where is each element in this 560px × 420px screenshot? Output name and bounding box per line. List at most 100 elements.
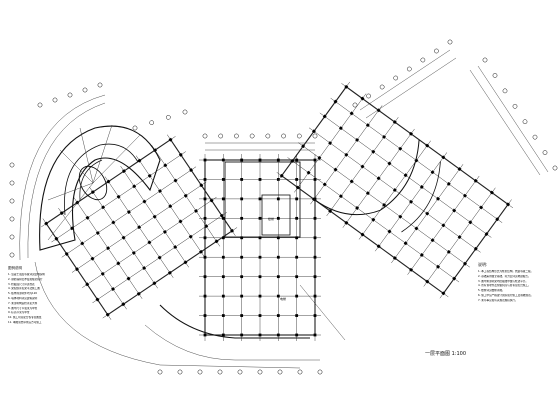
column-icon [121,169,126,174]
column-icon [276,294,280,298]
axis-bubble-icon [82,87,88,93]
notes-heading: 说明: [478,262,488,267]
axis-bubble-icon [434,48,439,54]
column-icon [398,146,403,151]
column-icon [436,264,440,269]
column-icon [203,158,207,162]
column-icon [338,194,343,199]
axis-bubble-icon [492,73,498,78]
notes-item: 4. 所有预埋件及预留洞应与各专业配合施工。 [478,284,531,288]
column-icon [333,167,338,172]
column-icon [126,210,131,214]
column-icon [240,333,244,337]
column-icon [209,198,214,203]
column-icon [506,202,511,207]
column-icon [290,159,295,163]
column-icon [376,244,381,249]
column-icon [409,131,413,136]
column-icon [313,236,317,240]
column-icon [258,333,262,337]
notes-item: 1. 本工程结构形式为框架结构，抗震等级二级。 [478,270,534,273]
right-wing [276,81,514,299]
axis-bubble-icon [97,82,103,88]
center-columns [203,158,317,337]
column-icon [276,197,280,201]
column-icon [147,173,152,178]
column-icon [441,223,446,228]
axis-bubble-icon [67,92,73,98]
column-icon [392,120,397,125]
notes-item: 6. 施工中应严格遵守国家现行施工及验收规范。 [478,293,534,297]
column-icon [183,193,188,198]
column-icon [489,190,494,195]
column-icon [221,294,225,298]
column-icon [276,158,280,162]
column-icon [371,217,376,222]
column-icon [163,163,168,168]
column-icon [173,245,178,250]
column-icon [279,173,284,178]
axis-bubble-icon [296,133,302,139]
column-icon [221,216,225,220]
column-icon [355,138,360,142]
notes-item: 2. 基础采用独立基础，持力层详见地勘报告。 [478,274,531,278]
axis-bubble-icon [552,165,558,171]
column-icon [355,206,360,210]
column-icon [203,294,207,298]
column-icon [446,249,451,254]
column-icon [240,236,244,240]
column-icon [311,129,316,134]
column-icon [258,197,262,201]
column-icon [382,202,387,207]
column-icon [183,260,188,265]
column-icon [203,216,207,220]
axis-bubble-icon [237,369,243,375]
column-icon [152,214,157,219]
column-icon [473,178,478,183]
column-icon [452,276,457,281]
axis-bubble-icon [542,150,548,155]
column-icon [240,158,244,162]
column-icon [295,294,299,298]
legend-item: 4. 梁配筋详见梁平法施工图 [8,287,40,291]
axis-bubble-icon [522,119,528,125]
axis-bubble-icon [52,97,58,103]
column-icon [258,275,262,279]
column-icon [221,158,225,162]
column-icon [258,236,262,240]
legend-item: 1. 混凝土强度等级详见结构说明 [8,273,46,276]
axis-bubble-icon [37,102,43,108]
legend-heading: 图例说明 [8,266,22,270]
axis-bubble-icon [393,75,399,81]
column-icon [276,178,280,181]
column-icon [64,252,69,256]
column-icon [295,255,299,259]
column-icon [142,266,147,271]
column-icon [240,197,244,201]
column-icon [425,211,430,216]
column-icon [409,267,414,272]
axis-bubble-icon [502,88,508,94]
axis-bubble-icon [482,57,488,63]
left-wing-columns [44,137,235,317]
column-icon [157,255,162,260]
axis-bubbles [9,39,558,375]
axis-bubble-icon [234,133,239,139]
axis-bubble-icon [182,109,188,115]
column-icon [178,219,183,224]
axis-bubble-icon [379,84,385,90]
column-icon [199,249,203,254]
column-icon [203,275,207,279]
legend-item: 5. 板厚除注明外均为120 [8,292,37,296]
column-icon [90,256,95,261]
column-icon [360,164,365,169]
column-icon [203,197,207,201]
column-icon [116,194,121,199]
column-icon [276,275,280,279]
column-icon [462,193,467,198]
column-icon [376,176,381,181]
column-icon [167,270,172,275]
legend-item: 11. 本图须经审查后方可施工 [8,320,42,324]
